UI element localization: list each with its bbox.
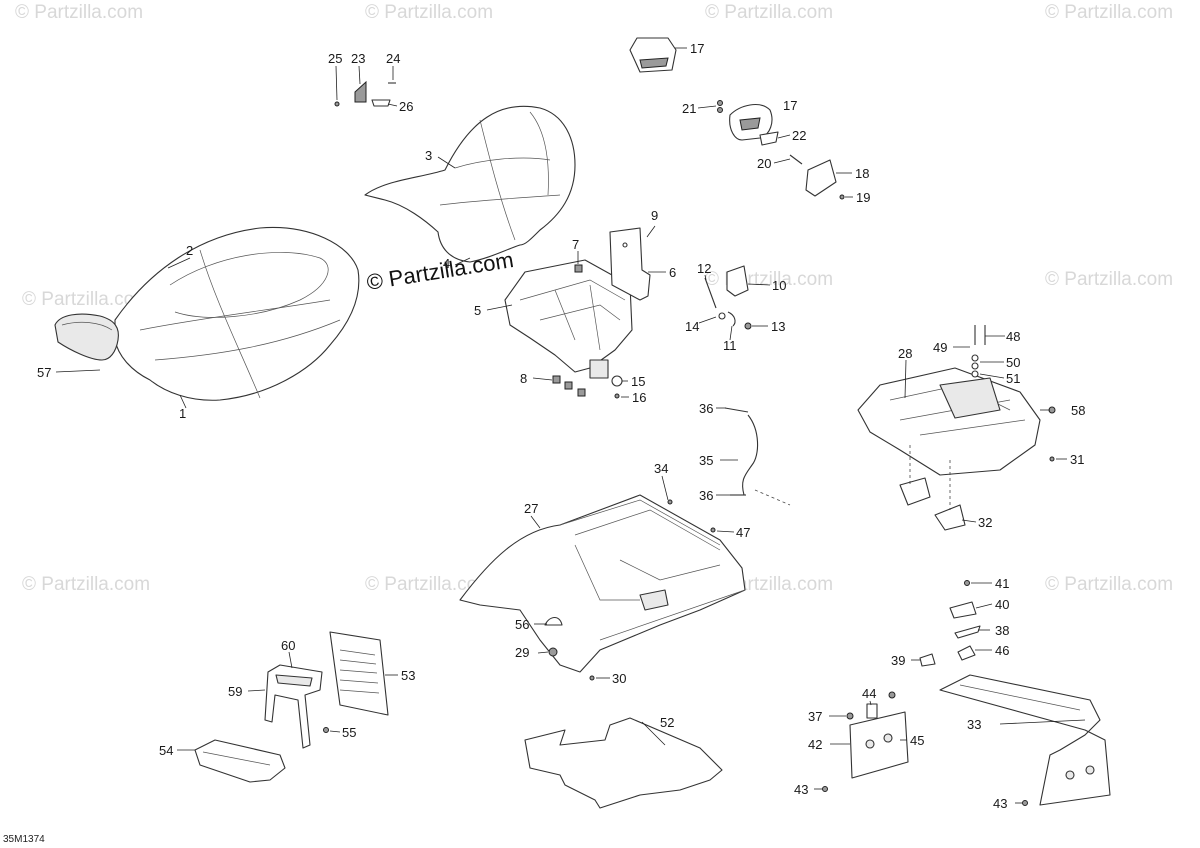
back-plate — [609, 227, 651, 301]
callout-20: 20 — [757, 156, 771, 171]
callout-23: 23 — [351, 51, 365, 66]
watermark: © Partzilla.com — [1045, 2, 1173, 23]
callout-3: 3 — [425, 148, 432, 163]
callout-1: 1 — [179, 406, 186, 421]
callout-55: 55 — [342, 725, 356, 740]
callout-39: 39 — [891, 653, 905, 668]
callout-18: 18 — [855, 166, 869, 181]
watermark: © Partzilla.com — [22, 574, 150, 595]
release-cable — [724, 407, 791, 506]
callout-36a: 36 — [699, 401, 713, 416]
callout-25: 25 — [328, 51, 342, 66]
callout-29: 29 — [515, 645, 529, 660]
watermark: © Partzilla.com — [705, 2, 833, 23]
driver-seat — [54, 226, 360, 401]
callout-2: 2 — [186, 243, 193, 258]
main-watermark: © Partzilla.com — [365, 247, 515, 295]
frame-hardware — [552, 264, 623, 399]
callout-26: 26 — [399, 99, 413, 114]
callout-36b: 36 — [699, 488, 713, 503]
callout-27: 27 — [524, 501, 538, 516]
latch-assembly — [704, 265, 752, 330]
callout-11: 11 — [723, 338, 737, 353]
callout-10: 10 — [772, 278, 786, 293]
rear-rack-panel — [857, 325, 1056, 531]
callout-14: 14 — [685, 319, 699, 334]
callout-12: 12 — [697, 261, 711, 276]
callout-44: 44 — [862, 686, 876, 701]
callout-17a: 17 — [690, 41, 704, 56]
callout-38: 38 — [995, 623, 1009, 638]
callout-5: 5 — [474, 303, 481, 318]
watermark-layer: © Partzilla.com © Partzilla.com © Partzi… — [15, 2, 1173, 595]
callout-51: 51 — [1006, 371, 1020, 386]
floor-mat — [524, 717, 723, 809]
callout-37: 37 — [808, 709, 822, 724]
callout-58: 58 — [1071, 403, 1085, 418]
callout-41: 41 — [995, 576, 1009, 591]
callout-47: 47 — [736, 525, 750, 540]
grab-handle — [629, 37, 845, 200]
callout-21: 21 — [682, 101, 696, 116]
callout-30: 30 — [612, 671, 626, 686]
callout-13: 13 — [771, 319, 785, 334]
callout-32: 32 — [978, 515, 992, 530]
callout-54: 54 — [159, 743, 173, 758]
callout-4: 4 — [443, 256, 450, 271]
watermark: © Partzilla.com — [365, 574, 493, 595]
callout-7: 7 — [572, 237, 579, 252]
callout-40: 40 — [995, 597, 1009, 612]
watermark: © Partzilla.com — [705, 269, 833, 290]
callout-43a: 43 — [794, 782, 808, 797]
callout-57: 57 — [37, 365, 51, 380]
callout-59: 59 — [228, 684, 242, 699]
seat-base-frame — [504, 259, 633, 379]
watermark: © Partzilla.com — [22, 289, 150, 310]
callout-6: 6 — [669, 265, 676, 280]
callout-9: 9 — [651, 208, 658, 223]
callout-17b: 17 — [783, 98, 797, 113]
callout-43b: 43 — [993, 796, 1007, 811]
callout-42: 42 — [808, 737, 822, 752]
callout-labels: 1 2 3 4 5 6 7 8 9 10 11 12 13 14 15 16 1… — [37, 41, 1085, 811]
callout-50: 50 — [1006, 355, 1020, 370]
watermark: © Partzilla.com — [365, 2, 493, 23]
callout-60: 60 — [281, 638, 295, 653]
callout-48: 48 — [1006, 329, 1020, 344]
watermark: © Partzilla.com — [1045, 269, 1173, 290]
small-brackets — [334, 80, 396, 107]
callout-22: 22 — [792, 128, 806, 143]
callout-16: 16 — [632, 390, 646, 405]
leader-lines — [55, 47, 1086, 804]
rear-storage-body — [459, 494, 746, 681]
callout-46: 46 — [995, 643, 1009, 658]
hitch-brackets — [822, 580, 1111, 806]
callout-53: 53 — [401, 668, 415, 683]
callout-33: 33 — [967, 717, 981, 732]
watermark: © Partzilla.com — [1045, 574, 1173, 595]
callout-52: 52 — [660, 715, 674, 730]
callout-19: 19 — [856, 190, 870, 205]
callout-49: 49 — [933, 340, 947, 355]
callout-56: 56 — [515, 617, 529, 632]
diagram-code: 35M1374 — [3, 834, 45, 845]
passenger-seat — [364, 105, 576, 263]
callout-8: 8 — [520, 371, 527, 386]
watermark: © Partzilla.com — [15, 2, 143, 23]
callout-34: 34 — [654, 461, 668, 476]
callout-24: 24 — [386, 51, 400, 66]
callout-45: 45 — [910, 733, 924, 748]
storage-box — [194, 631, 389, 783]
callout-28: 28 — [898, 346, 912, 361]
callout-31: 31 — [1070, 452, 1084, 467]
callout-15: 15 — [631, 374, 645, 389]
callout-35: 35 — [699, 453, 713, 468]
